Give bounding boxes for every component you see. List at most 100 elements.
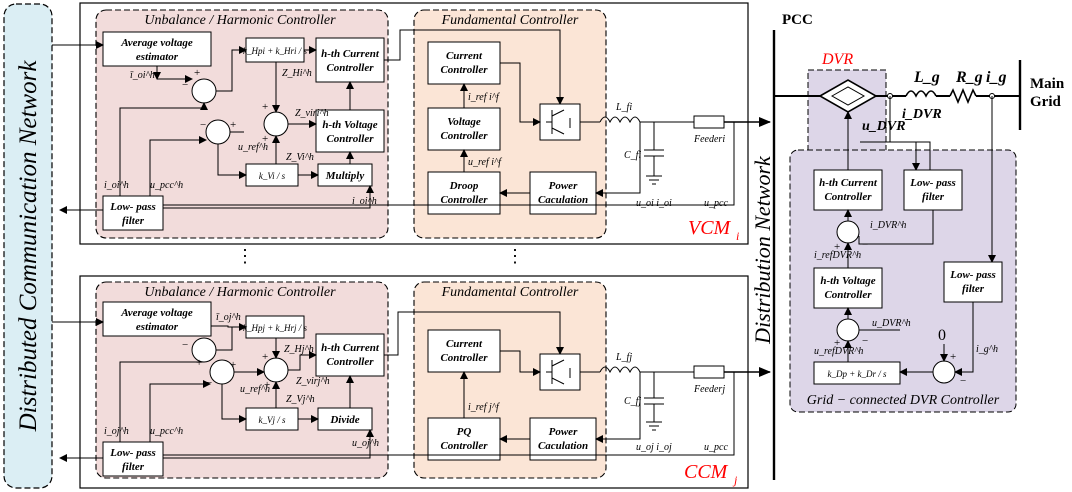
dvr-hth-current-line1: h-th Current — [819, 177, 878, 189]
ccm-sig-zvirj: Z_virj^h — [296, 376, 330, 387]
svg-text:+: + — [230, 119, 236, 131]
svg-text:+: + — [230, 359, 236, 371]
dvr-hth-voltage-line2: Controller — [824, 289, 872, 301]
communication-network-bar: Distributed Communication Network — [3, 3, 53, 489]
vcm-sig-ioi: i_oi^h — [104, 180, 129, 191]
vcm-hth-current-line1: h-th Current — [321, 48, 380, 60]
svg-text:⋮: ⋮ — [236, 246, 254, 266]
vcm-sig-uref: u_ref^h — [238, 142, 268, 153]
ccm-current-controller-line2: Controller — [440, 352, 488, 364]
vcm-current-controller-line2: Controller — [440, 64, 488, 76]
dvr-sig-idvr: i_DVR^h — [870, 220, 906, 231]
dvr-sig-irefdvr: i_refDVR^h — [814, 250, 861, 261]
vcm-kh-label: k_Hpi + k_Hri / s — [243, 46, 308, 56]
dvr-lowpass2-line1: Low- pass — [949, 269, 996, 281]
ccm-sig-zhj: Z_Hj^h — [284, 344, 314, 355]
ccm-kvj-label: k_Vj / s — [259, 415, 286, 425]
ccm-sig-uref: u_ref^h — [240, 384, 270, 395]
ccm-pq-controller-line2: Controller — [440, 440, 488, 452]
vcm-power-calc-line1: Power — [549, 180, 578, 192]
vcm-module: Unbalance / Harmonic Controller Fundamen… — [52, 2, 771, 245]
communication-network-label: Distributed Communication Network — [15, 60, 42, 433]
vcm-sig-zvi: Z_Vi^h — [286, 152, 314, 163]
ccm-sig-uoj: u_oj^h — [352, 438, 379, 449]
dvr-hth-voltage-line1: h-th Voltage — [820, 275, 875, 287]
vcm-sig-cf: C_fi — [624, 150, 641, 161]
vcm-sig-ioi2: i_oi^h — [352, 196, 377, 207]
ccm-sig-upcc: u_pcc^h — [150, 426, 183, 437]
dvr-lowpass1-line1: Low- pass — [909, 177, 956, 189]
ccm-current-controller-line1: Current — [446, 338, 483, 350]
vcm-tag-sub: i — [736, 229, 739, 243]
vcm-uh-title: Unbalance / Harmonic Controller — [144, 13, 336, 28]
ccm-hth-current-line2: Controller — [326, 356, 374, 368]
distribution-network-label: Distribution Network — [750, 155, 775, 345]
ccm-avg-est-line2: estimator — [136, 321, 179, 333]
vcm-sig-zhi: Z_Hi^h — [282, 68, 312, 79]
ccm-tag-sub: j — [732, 473, 738, 487]
svg-text:+: + — [950, 351, 956, 363]
ccm-sig-uoj-ioj: u_oj i_oj — [636, 442, 672, 453]
ccm-divide: Divide — [329, 414, 359, 426]
svg-text:+: + — [264, 379, 270, 391]
svg-text:+: + — [194, 67, 200, 79]
ccm-power-calc-line2: Caculation — [538, 440, 588, 452]
dvr-sig-urefdvr: u_refDVR^h — [814, 346, 863, 357]
ccm-sig-zvj: Z_Vj^h — [286, 394, 315, 405]
ccm-avg-est-line1: Average voltage — [120, 307, 193, 319]
svg-text:−: − — [206, 377, 212, 389]
ccm-uh-title: Unbalance / Harmonic Controller — [144, 285, 336, 300]
svg-text:−: − — [182, 339, 188, 351]
ccm-kh-label: k_Hpj + k_Hrj / s — [243, 323, 308, 333]
vcm-voltage-controller-line2: Controller — [440, 130, 488, 142]
ccm-sig-cf: C_fj — [624, 396, 641, 407]
dvr-sig-ig: i_g^h — [976, 344, 998, 355]
lg-label: L_g — [913, 69, 940, 86]
vcm-current-controller-line1: Current — [446, 50, 483, 62]
vcm-sig-uref-f: u_ref i^f — [468, 157, 502, 168]
dvr-label: DVR — [821, 51, 853, 68]
vcm-sig-uoi-ioi: u_oi i_oi — [636, 198, 672, 209]
vcm-sig-ioi-bar: ī_oi^h — [130, 70, 155, 81]
svg-text:−: − — [182, 79, 188, 91]
svg-text:+: + — [834, 337, 840, 349]
ccm-tag: CCM — [684, 461, 729, 483]
ellipsis-dots: ⋮ ⋮ — [236, 246, 524, 266]
u-dvr-label: u_DVR — [862, 119, 906, 134]
vcm-hth-current-line2: Controller — [326, 62, 374, 74]
vcm-voltage-controller-line1: Voltage — [447, 116, 481, 128]
ccm-sig-upcc2: u_pcc — [704, 442, 728, 453]
ccm-sig-lf: L_fj — [615, 352, 632, 363]
vcm-sig-zviri: Z_viri^h — [295, 108, 329, 119]
dvr-zero: 0 — [938, 327, 946, 344]
svg-text:+: + — [834, 241, 840, 253]
ccm-module: Unbalance / Harmonic Controller Fundamen… — [52, 275, 771, 489]
ccm-pq-controller-line1: PQ — [457, 426, 472, 438]
vcm-feeder: Feederi — [693, 134, 725, 145]
ccm-fund-title: Fundamental Controller — [441, 285, 579, 300]
ig-label: i_g — [986, 69, 1006, 86]
vcm-avg-est-line2: estimator — [136, 51, 179, 63]
vcm-uh-controller-region — [95, 9, 389, 239]
dvr-kd-label: k_Dp + k_Dr / s — [827, 369, 887, 379]
ccm-sig-ioj-bar: ī_oj^h — [216, 312, 241, 323]
vcm-hth-voltage-line1: h-th Voltage — [322, 119, 377, 131]
svg-text:−: − — [862, 335, 868, 347]
svg-text:+: + — [262, 133, 268, 145]
svg-text:−: − — [960, 375, 966, 387]
ccm-sig-iref: i_ref j^f — [468, 402, 500, 413]
vcm-fund-title: Fundamental Controller — [441, 13, 579, 28]
ccm-lowpass-line1: Low- pass — [109, 447, 156, 459]
ccm-sig-ioj: i_oj^h — [104, 426, 129, 437]
ccm-lowpass-line2: filter — [122, 461, 145, 473]
vcm-kvi-label: k_Vi / s — [259, 171, 286, 181]
vcm-avg-est-line1: Average voltage — [120, 37, 193, 49]
vcm-droop-controller-line2: Controller — [440, 194, 488, 206]
vcm-sig-lf: L_fi — [615, 102, 632, 113]
main-grid-line1: Main — [1030, 76, 1065, 92]
pcc-label: PCC — [782, 12, 813, 28]
dvr-lowpass2-line2: filter — [962, 283, 985, 295]
svg-text:+: + — [262, 101, 268, 113]
dvr-section: PCC DVR L_g R_g i_g Main Grid u_DVR i_DV… — [772, 12, 1065, 480]
vcm-sig-iref: i_ref i^f — [468, 92, 500, 103]
